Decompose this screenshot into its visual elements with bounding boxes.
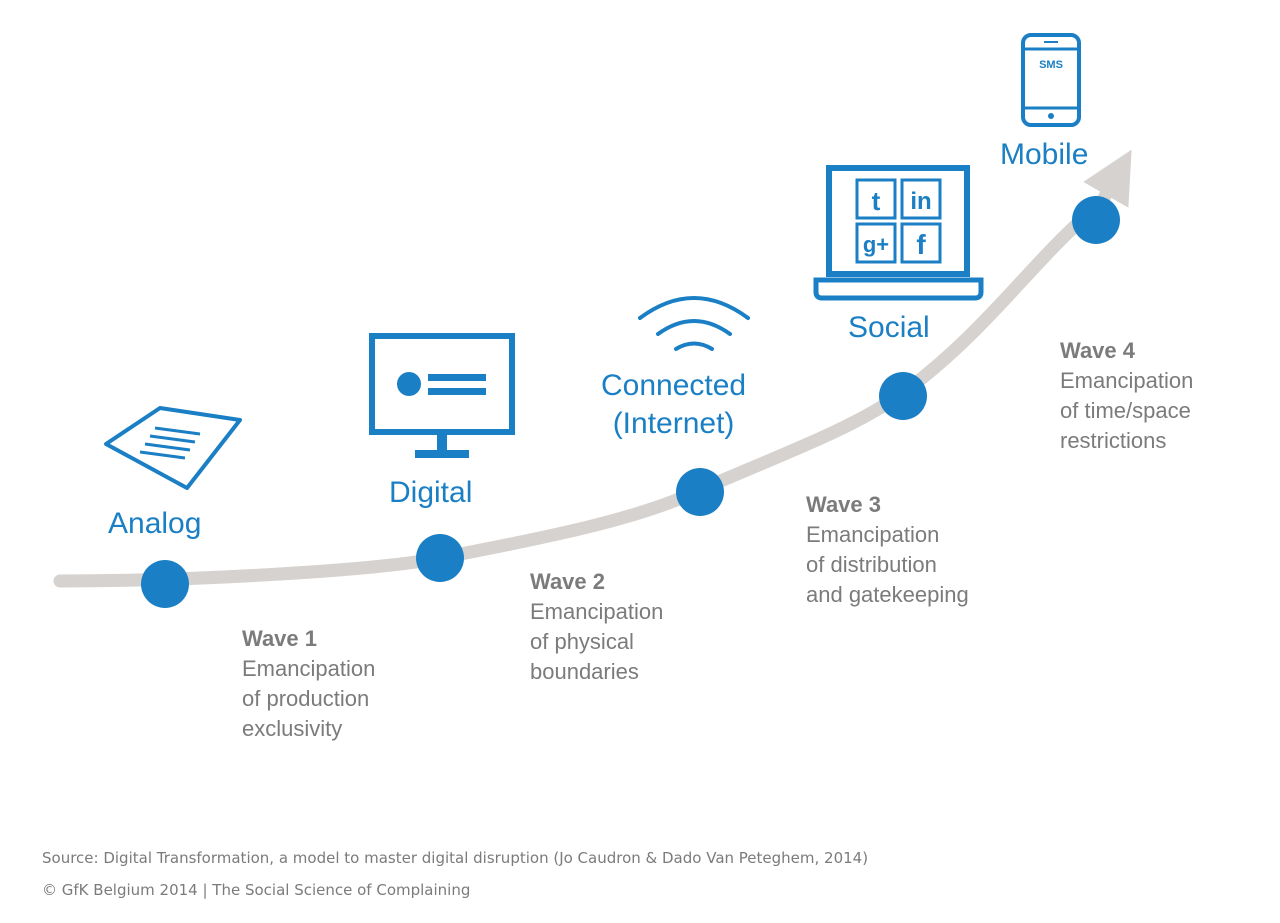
wave-description: Emancipation of distribution and gatekee… bbox=[806, 522, 969, 607]
wifi-icon bbox=[638, 296, 750, 351]
wave-description: Emancipation of physical boundaries bbox=[530, 599, 664, 684]
wave-title: Wave 3 bbox=[806, 492, 882, 517]
smartphone-icon: SMS bbox=[1021, 33, 1081, 127]
stage-dot-connected bbox=[676, 468, 724, 516]
wave-title: Wave 1 bbox=[242, 626, 318, 651]
sms-label: SMS bbox=[1039, 59, 1063, 71]
stage-label-connected: Connected (Internet) bbox=[601, 369, 747, 440]
googleplus-tile-label: g+ bbox=[863, 232, 889, 257]
stage-label-digital: Digital bbox=[389, 476, 473, 509]
monitor-icon bbox=[369, 333, 515, 458]
laptop-social-icon: t in g+ f bbox=[813, 165, 984, 301]
stage-dot-digital bbox=[416, 534, 464, 582]
stage-dot-analog bbox=[141, 560, 189, 608]
wave-3-block: Wave 3 Emancipation of distribution and … bbox=[806, 490, 969, 610]
stage-label-analog: Analog bbox=[108, 507, 202, 540]
wave-description: Emancipation of production exclusivity bbox=[242, 656, 376, 741]
stage-label-social: Social bbox=[848, 311, 930, 344]
stage-dot-social bbox=[879, 372, 927, 420]
wave-2-block: Wave 2 Emancipation of physical boundari… bbox=[530, 567, 663, 687]
linkedin-tile-label: in bbox=[910, 188, 931, 215]
stage-dot-mobile bbox=[1072, 196, 1120, 244]
document-icon bbox=[104, 406, 242, 490]
stage-label-mobile: Mobile bbox=[1000, 138, 1089, 171]
wave-title: Wave 2 bbox=[530, 569, 606, 594]
wave-1-block: Wave 1 Emancipation of production exclus… bbox=[242, 624, 375, 744]
source-citation: Source: Digital Transformation, a model … bbox=[42, 849, 869, 867]
wave-title: Wave 4 bbox=[1060, 338, 1136, 363]
wave-description: Emancipation of time/space restrictions bbox=[1060, 368, 1194, 453]
copyright-notice: © GfK Belgium 2014 | The Social Science … bbox=[42, 881, 471, 899]
wave-4-block: Wave 4 Emancipation of time/space restri… bbox=[1060, 336, 1193, 456]
twitter-tile-label: t bbox=[872, 186, 881, 216]
facebook-tile-label: f bbox=[916, 229, 926, 260]
